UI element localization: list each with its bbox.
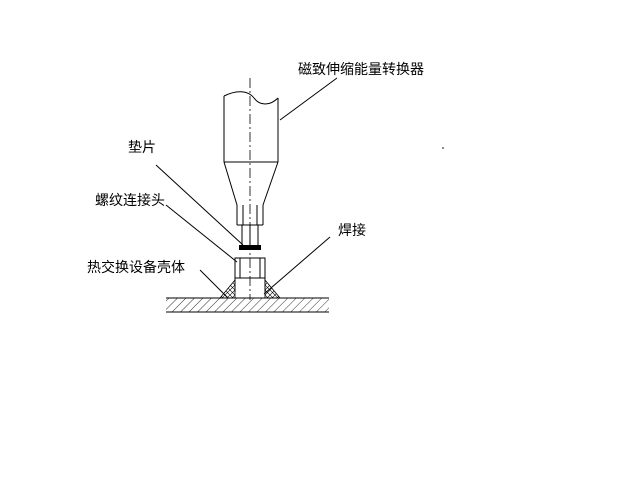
gasket [239,245,261,250]
stray-dot [442,147,444,149]
leader-connector [165,204,238,263]
leader-shell [199,269,229,299]
leader-weld [263,236,331,295]
shell-plate [166,297,329,313]
leader-gasket [155,164,244,246]
label-transducer: 磁致伸缩能量转换器 [298,61,424,78]
transducer-body [223,91,279,245]
label-threaded-connector: 螺纹连接头 [95,192,165,209]
leader-transducer [279,77,338,121]
label-heat-exchanger-shell: 热交换设备壳体 [87,259,185,276]
label-gasket: 垫片 [128,140,156,156]
label-weld: 焊接 [338,222,366,239]
